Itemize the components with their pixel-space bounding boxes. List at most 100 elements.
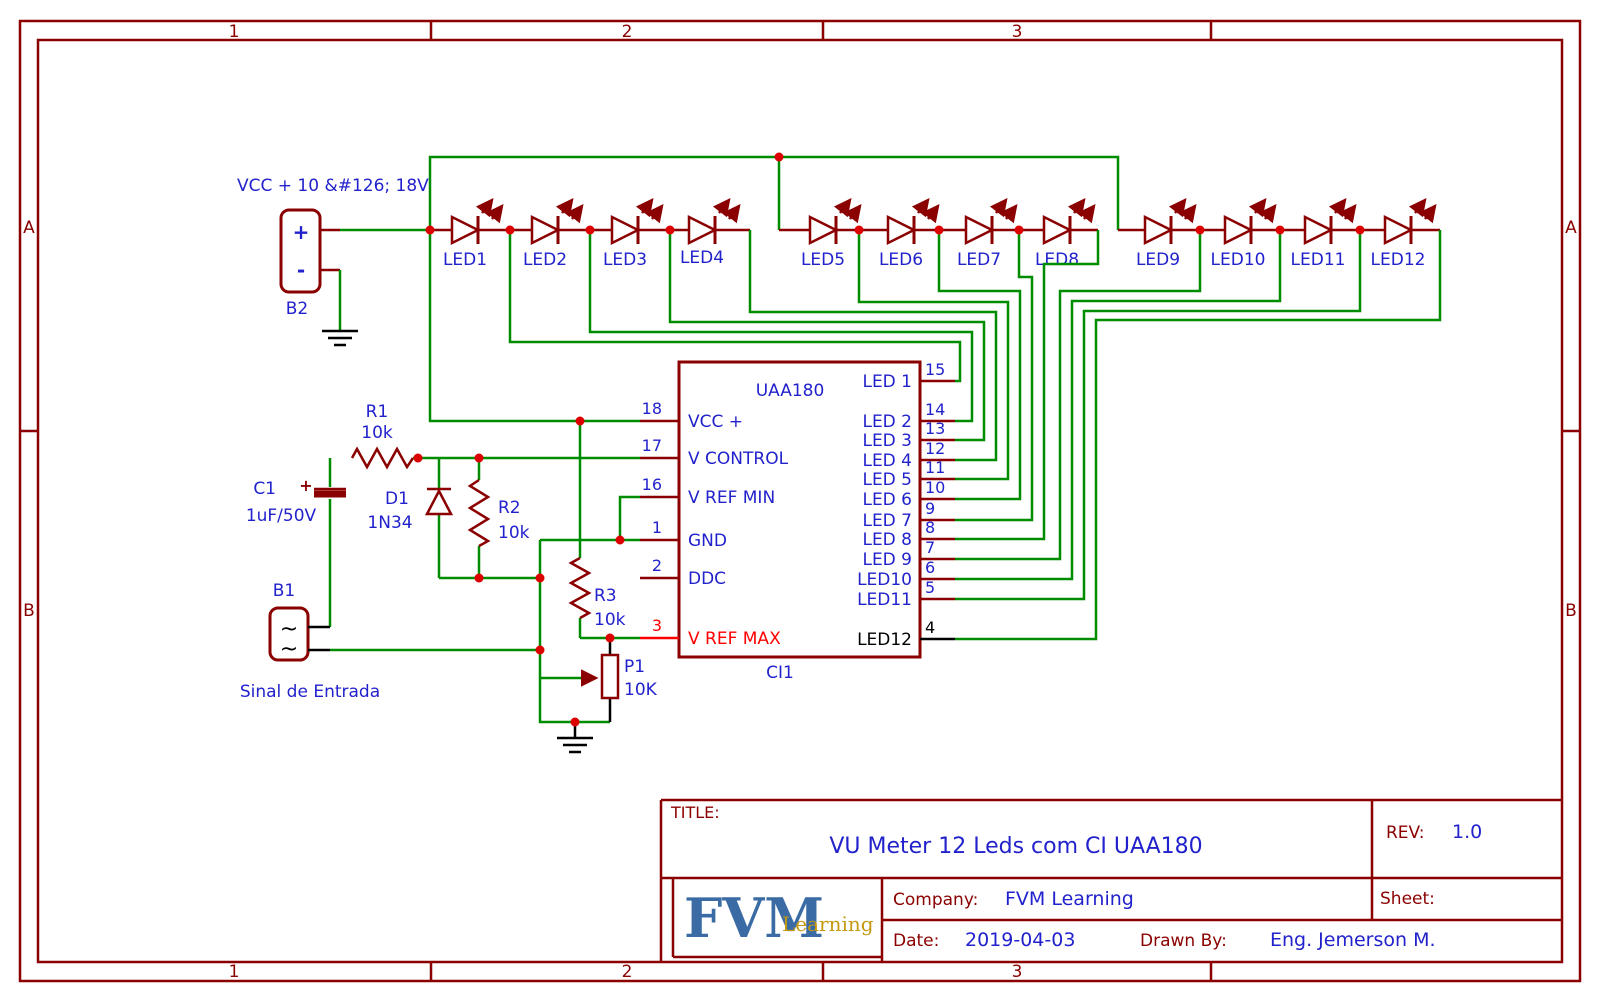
pin7-label: LED 9	[862, 550, 912, 570]
pin3-label: V REF MAX	[688, 629, 781, 649]
r1-ref: R1	[366, 402, 389, 422]
diode-d1: D1 1N34	[367, 458, 454, 578]
resistor-r2: R2 10k	[467, 458, 530, 578]
rev-label: REV:	[1386, 823, 1425, 843]
ic-uaa180: UAA180 CI1 18 17 16 1 2 3 VCC + V CONTRO…	[640, 360, 955, 683]
pin11-number: 11	[925, 458, 945, 477]
r3-ref: R3	[594, 586, 617, 606]
ground-symbol-b2	[322, 329, 358, 347]
b1-tilde-2: ~	[280, 637, 298, 662]
r2-ref: R2	[498, 498, 521, 518]
pin5-label: LED11	[857, 590, 912, 610]
led12-label: LED12	[1371, 250, 1426, 270]
led1-symbol	[452, 200, 502, 244]
led4-symbol	[689, 200, 739, 244]
led3-label: LED3	[603, 250, 647, 270]
resistor-r1: R1 10k	[350, 402, 640, 470]
pin5-number: 5	[925, 578, 935, 597]
pin11-label: LED 5	[862, 470, 912, 490]
pin4-number: 4	[925, 618, 935, 637]
pin9-number: 9	[925, 499, 935, 518]
pin14-label: LED 2	[862, 412, 912, 432]
b1-tilde-1: ~	[280, 617, 298, 642]
led10-label: LED10	[1211, 250, 1266, 270]
led5-label: LED5	[801, 250, 845, 270]
led6-label: LED6	[879, 250, 923, 270]
led12-symbol	[1385, 200, 1435, 244]
led11-label: LED11	[1291, 250, 1346, 270]
led1-label: LED1	[443, 250, 487, 270]
pin8-number: 8	[925, 518, 935, 537]
b2-minus-sign: -	[297, 258, 305, 282]
pin6-number: 6	[925, 558, 935, 577]
frame-row-b-right: B	[1565, 601, 1577, 621]
pin1-number: 1	[652, 518, 662, 537]
title-block: TITLE: VU Meter 12 Leds com CI UAA180 RE…	[659, 798, 1562, 962]
company-logo: FVM Learning	[684, 886, 874, 950]
source-b1: ~ ~ B1 Sinal de Entrada	[240, 581, 540, 702]
ic-ref: CI1	[766, 663, 794, 683]
junction-dots	[413, 152, 1365, 727]
pin2-number: 2	[652, 556, 662, 575]
pin17-number: 17	[642, 436, 662, 455]
led9-label: LED9	[1136, 250, 1180, 270]
b2-plus-sign: +	[293, 220, 310, 244]
pin14-number: 14	[925, 400, 945, 419]
r3-value: 10k	[594, 610, 626, 630]
pin10-number: 10	[925, 478, 945, 497]
rev-value: 1.0	[1452, 821, 1482, 843]
drawn-by-value: Eng. Jemerson M.	[1270, 929, 1436, 951]
company-value: FVM Learning	[1005, 888, 1134, 910]
pin17-label: V CONTROL	[688, 449, 789, 469]
r2-value: 10k	[498, 523, 530, 543]
resistor-r3: R3 10k	[568, 421, 640, 640]
led4-label: LED4	[680, 248, 724, 268]
led-row: LED1 LED2 LED3 LED4 LED5 LED6 LED7 LED8 …	[428, 155, 1440, 270]
frame-col-2-bottom: 2	[622, 962, 633, 982]
pin2-label: DDC	[688, 569, 726, 589]
ic-name: UAA180	[756, 381, 825, 401]
frame-row-a-left: A	[23, 218, 35, 238]
led7-label: LED7	[957, 250, 1001, 270]
ground-symbol-main	[557, 722, 593, 754]
potentiometer-p1: P1 10K	[540, 638, 658, 722]
sheet-label: Sheet:	[1380, 889, 1435, 909]
pin12-label: LED 4	[862, 451, 912, 471]
p1-ref: P1	[624, 657, 645, 677]
led2-label: LED2	[523, 250, 567, 270]
b1-label: Sinal de Entrada	[240, 682, 380, 702]
c1-ref: C1	[253, 479, 276, 499]
company-label: Company:	[893, 890, 978, 910]
b2-ref: B2	[286, 299, 308, 319]
frame-row-b-left: B	[23, 601, 35, 621]
drawn-by-label: Drawn By:	[1140, 931, 1227, 951]
reference-stage: R3 10k P1 10K	[428, 230, 658, 754]
date-label: Date:	[893, 931, 939, 951]
pin13-label: LED 3	[862, 431, 912, 451]
title-label: TITLE:	[670, 803, 720, 822]
pin1-label: GND	[688, 531, 727, 551]
input-stage: + C1 1uF/50V R1 10k D1 1N34 R2 10k	[240, 402, 640, 702]
pin9-label: LED 7	[862, 511, 912, 531]
pin3-number: 3	[652, 616, 662, 635]
led11-symbol	[1305, 200, 1355, 244]
led3-symbol	[612, 200, 662, 244]
led10-symbol	[1225, 200, 1275, 244]
pin13-number: 13	[925, 419, 945, 438]
frame-col-1-bottom: 1	[229, 962, 240, 982]
pin15-number: 15	[925, 360, 945, 379]
pin18-label: VCC +	[688, 412, 743, 432]
capacitor-c1: + C1 1uF/50V	[246, 458, 346, 627]
led6-symbol	[888, 200, 938, 244]
r1-value: 10k	[361, 423, 393, 443]
pin7-number: 7	[925, 538, 935, 557]
battery-b2: + - B2 VCC + 10 &#126; 18V	[237, 176, 430, 347]
p1-value: 10K	[624, 680, 658, 700]
led2-symbol	[532, 200, 582, 244]
frame-row-a-right: A	[1565, 218, 1577, 238]
pin6-label: LED10	[857, 570, 912, 590]
pin8-label: LED 8	[862, 530, 912, 550]
pin4-label: LED12	[857, 630, 912, 650]
led8-symbol	[1044, 200, 1094, 244]
c1-value: 1uF/50V	[246, 506, 317, 526]
